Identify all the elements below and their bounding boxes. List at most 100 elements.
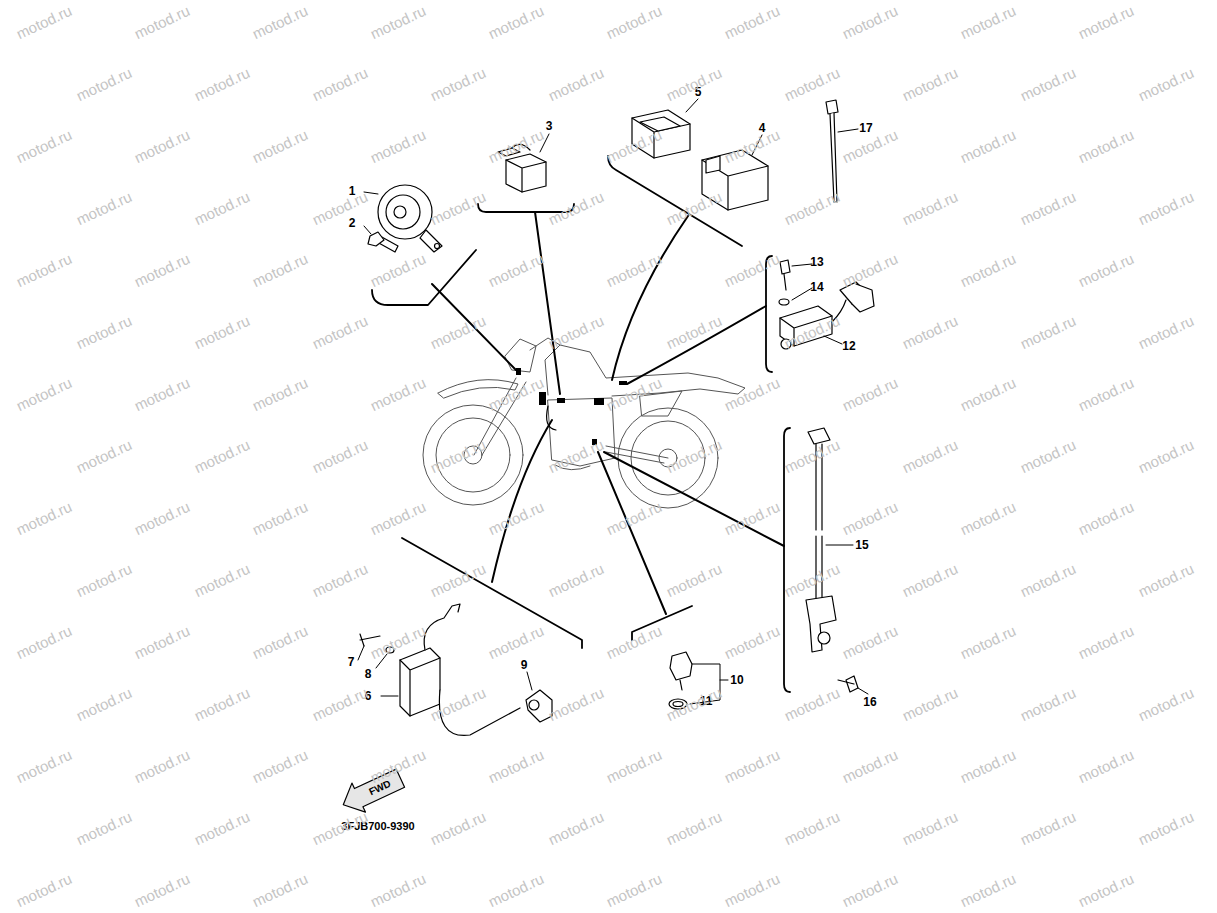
watermark: motod.ru <box>368 375 428 414</box>
ignition-coil <box>360 604 552 735</box>
watermark: motod.ru <box>604 3 664 42</box>
watermark: motod.ru <box>900 809 960 848</box>
watermark: motod.ru <box>1136 313 1196 352</box>
watermark: motod.ru <box>1018 437 1078 476</box>
watermark: motod.ru <box>486 747 546 786</box>
watermark: motod.ru <box>1136 189 1196 228</box>
watermark: motod.ru <box>250 871 310 910</box>
watermark: motod.ru <box>958 3 1018 42</box>
callout-number: 12 <box>842 340 855 352</box>
callout-number: 17 <box>859 122 872 134</box>
watermark: motod.ru <box>1018 809 1078 848</box>
watermark: motod.ru <box>604 375 664 414</box>
watermark: motod.ru <box>722 871 782 910</box>
watermark: motod.ru <box>664 437 724 476</box>
watermark: motod.ru <box>604 127 664 166</box>
watermark: motod.ru <box>428 685 488 724</box>
watermark: motod.ru <box>900 189 960 228</box>
watermark: motod.ru <box>192 561 252 600</box>
watermark: motod.ru <box>250 3 310 42</box>
watermark: motod.ru <box>368 251 428 290</box>
callout-brackets <box>372 156 790 692</box>
watermark: motod.ru <box>604 251 664 290</box>
watermark: motod.ru <box>664 313 724 352</box>
watermark: motod.ru <box>74 189 134 228</box>
watermark: motod.ru <box>664 809 724 848</box>
watermark: motod.ru <box>782 561 842 600</box>
watermark: motod.ru <box>14 251 74 290</box>
watermark: motod.ru <box>722 3 782 42</box>
watermark: motod.ru <box>664 65 724 104</box>
watermark: motod.ru <box>310 65 370 104</box>
callout-number: 13 <box>810 256 823 268</box>
watermark: motod.ru <box>664 561 724 600</box>
watermark: motod.ru <box>74 561 134 600</box>
leader-lines <box>432 212 784 614</box>
watermark: motod.ru <box>428 437 488 476</box>
watermark: motod.ru <box>132 871 192 910</box>
watermark: motod.ru <box>900 65 960 104</box>
watermark: motod.ru <box>1076 251 1136 290</box>
watermark: motod.ru <box>192 65 252 104</box>
watermark: motod.ru <box>368 499 428 538</box>
watermark: motod.ru <box>840 747 900 786</box>
watermark: motod.ru <box>192 313 252 352</box>
watermark: motod.ru <box>250 499 310 538</box>
watermark: motod.ru <box>1076 623 1136 662</box>
watermark: motod.ru <box>310 313 370 352</box>
callout-number: 7 <box>348 656 355 668</box>
watermark: motod.ru <box>310 437 370 476</box>
callout-number: 10 <box>730 674 743 686</box>
watermark: motod.ru <box>840 871 900 910</box>
watermark: motod.ru <box>546 561 606 600</box>
watermark: motod.ru <box>428 561 488 600</box>
watermark: motod.ru <box>310 189 370 228</box>
watermark: motod.ru <box>192 685 252 724</box>
watermark: motod.ru <box>1018 561 1078 600</box>
watermark: motod.ru <box>1018 189 1078 228</box>
watermark: motod.ru <box>958 127 1018 166</box>
watermark: motod.ru <box>1076 127 1136 166</box>
watermark: motod.ru <box>14 3 74 42</box>
watermark: motod.ru <box>132 251 192 290</box>
watermark: motod.ru <box>1136 809 1196 848</box>
watermark: motod.ru <box>958 499 1018 538</box>
watermark: motod.ru <box>1136 685 1196 724</box>
cover-and-unit <box>632 110 768 210</box>
watermark: motod.ru <box>958 747 1018 786</box>
cable-tie <box>826 100 838 202</box>
watermark: motod.ru <box>14 375 74 414</box>
watermark: motod.ru <box>722 127 782 166</box>
watermark: motod.ru <box>546 685 606 724</box>
watermark: motod.ru <box>74 65 134 104</box>
watermark: motod.ru <box>74 313 134 352</box>
watermark: motod.ru <box>192 809 252 848</box>
watermark: motod.ru <box>782 189 842 228</box>
watermark: motod.ru <box>132 747 192 786</box>
watermark: motod.ru <box>722 623 782 662</box>
watermark: motod.ru <box>250 251 310 290</box>
callout-number: 3 <box>546 120 553 132</box>
watermark: motod.ru <box>546 437 606 476</box>
watermark: motod.ru <box>1076 375 1136 414</box>
watermark: motod.ru <box>428 313 488 352</box>
watermark: motod.ru <box>840 375 900 414</box>
watermark: motod.ru <box>368 623 428 662</box>
watermark: motod.ru <box>250 127 310 166</box>
watermark: motod.ru <box>1136 561 1196 600</box>
watermark: motod.ru <box>958 251 1018 290</box>
watermark: motod.ru <box>840 251 900 290</box>
watermark: motod.ru <box>604 623 664 662</box>
watermark: motod.ru <box>546 809 606 848</box>
watermark: motod.ru <box>14 747 74 786</box>
watermark: motod.ru <box>546 313 606 352</box>
watermark: motod.ru <box>722 747 782 786</box>
callout-number: 2 <box>349 217 356 229</box>
watermark: motod.ru <box>664 189 724 228</box>
watermark: motod.ru <box>722 251 782 290</box>
watermark: motod.ru <box>1018 313 1078 352</box>
watermark: motod.ru <box>192 437 252 476</box>
watermark: motod.ru <box>486 251 546 290</box>
watermark: motod.ru <box>840 3 900 42</box>
watermark: motod.ru <box>900 685 960 724</box>
